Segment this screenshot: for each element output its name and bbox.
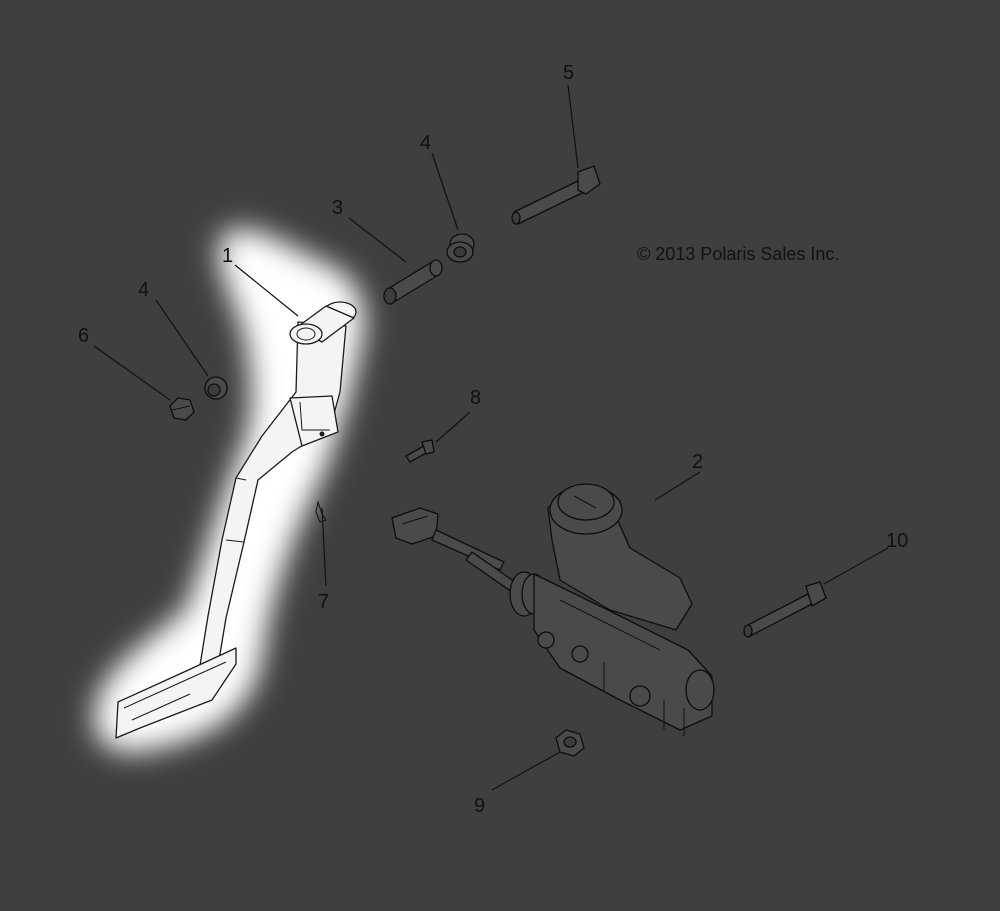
leader-lines: [93, 84, 889, 791]
cotter-pin-part[interactable]: [315, 500, 327, 523]
callout-3: 3: [332, 197, 343, 219]
callout-4-left: 4: [138, 279, 149, 301]
brake-pedal-part[interactable]: [115, 301, 357, 739]
copyright-notice: © 2013 Polaris Sales Inc.: [637, 244, 839, 264]
bushing-upper-part[interactable]: [446, 233, 475, 263]
callout-4-upper: 4: [420, 132, 431, 154]
callout-labels: 1 2 3 4 5 4 6 7 8 9 10: [78, 62, 908, 817]
callout-7: 7: [318, 591, 329, 613]
nut-left-part[interactable]: [169, 397, 195, 421]
callout-6: 6: [78, 325, 89, 347]
callout-5: 5: [563, 62, 574, 84]
bolt-upper-part[interactable]: [511, 165, 601, 225]
flange-nut-part[interactable]: [555, 729, 585, 757]
bolt-right-part[interactable]: [743, 581, 827, 638]
callout-2: 2: [692, 451, 703, 473]
callout-1: 1: [222, 245, 233, 267]
callout-10: 10: [886, 530, 908, 552]
callout-9: 9: [474, 795, 485, 817]
callout-8: 8: [470, 387, 481, 409]
clevis-pin-part[interactable]: [405, 439, 435, 463]
sleeve-part[interactable]: [383, 259, 443, 305]
bushing-lower-part[interactable]: [204, 376, 228, 400]
master-cylinder-part[interactable]: [391, 483, 715, 736]
